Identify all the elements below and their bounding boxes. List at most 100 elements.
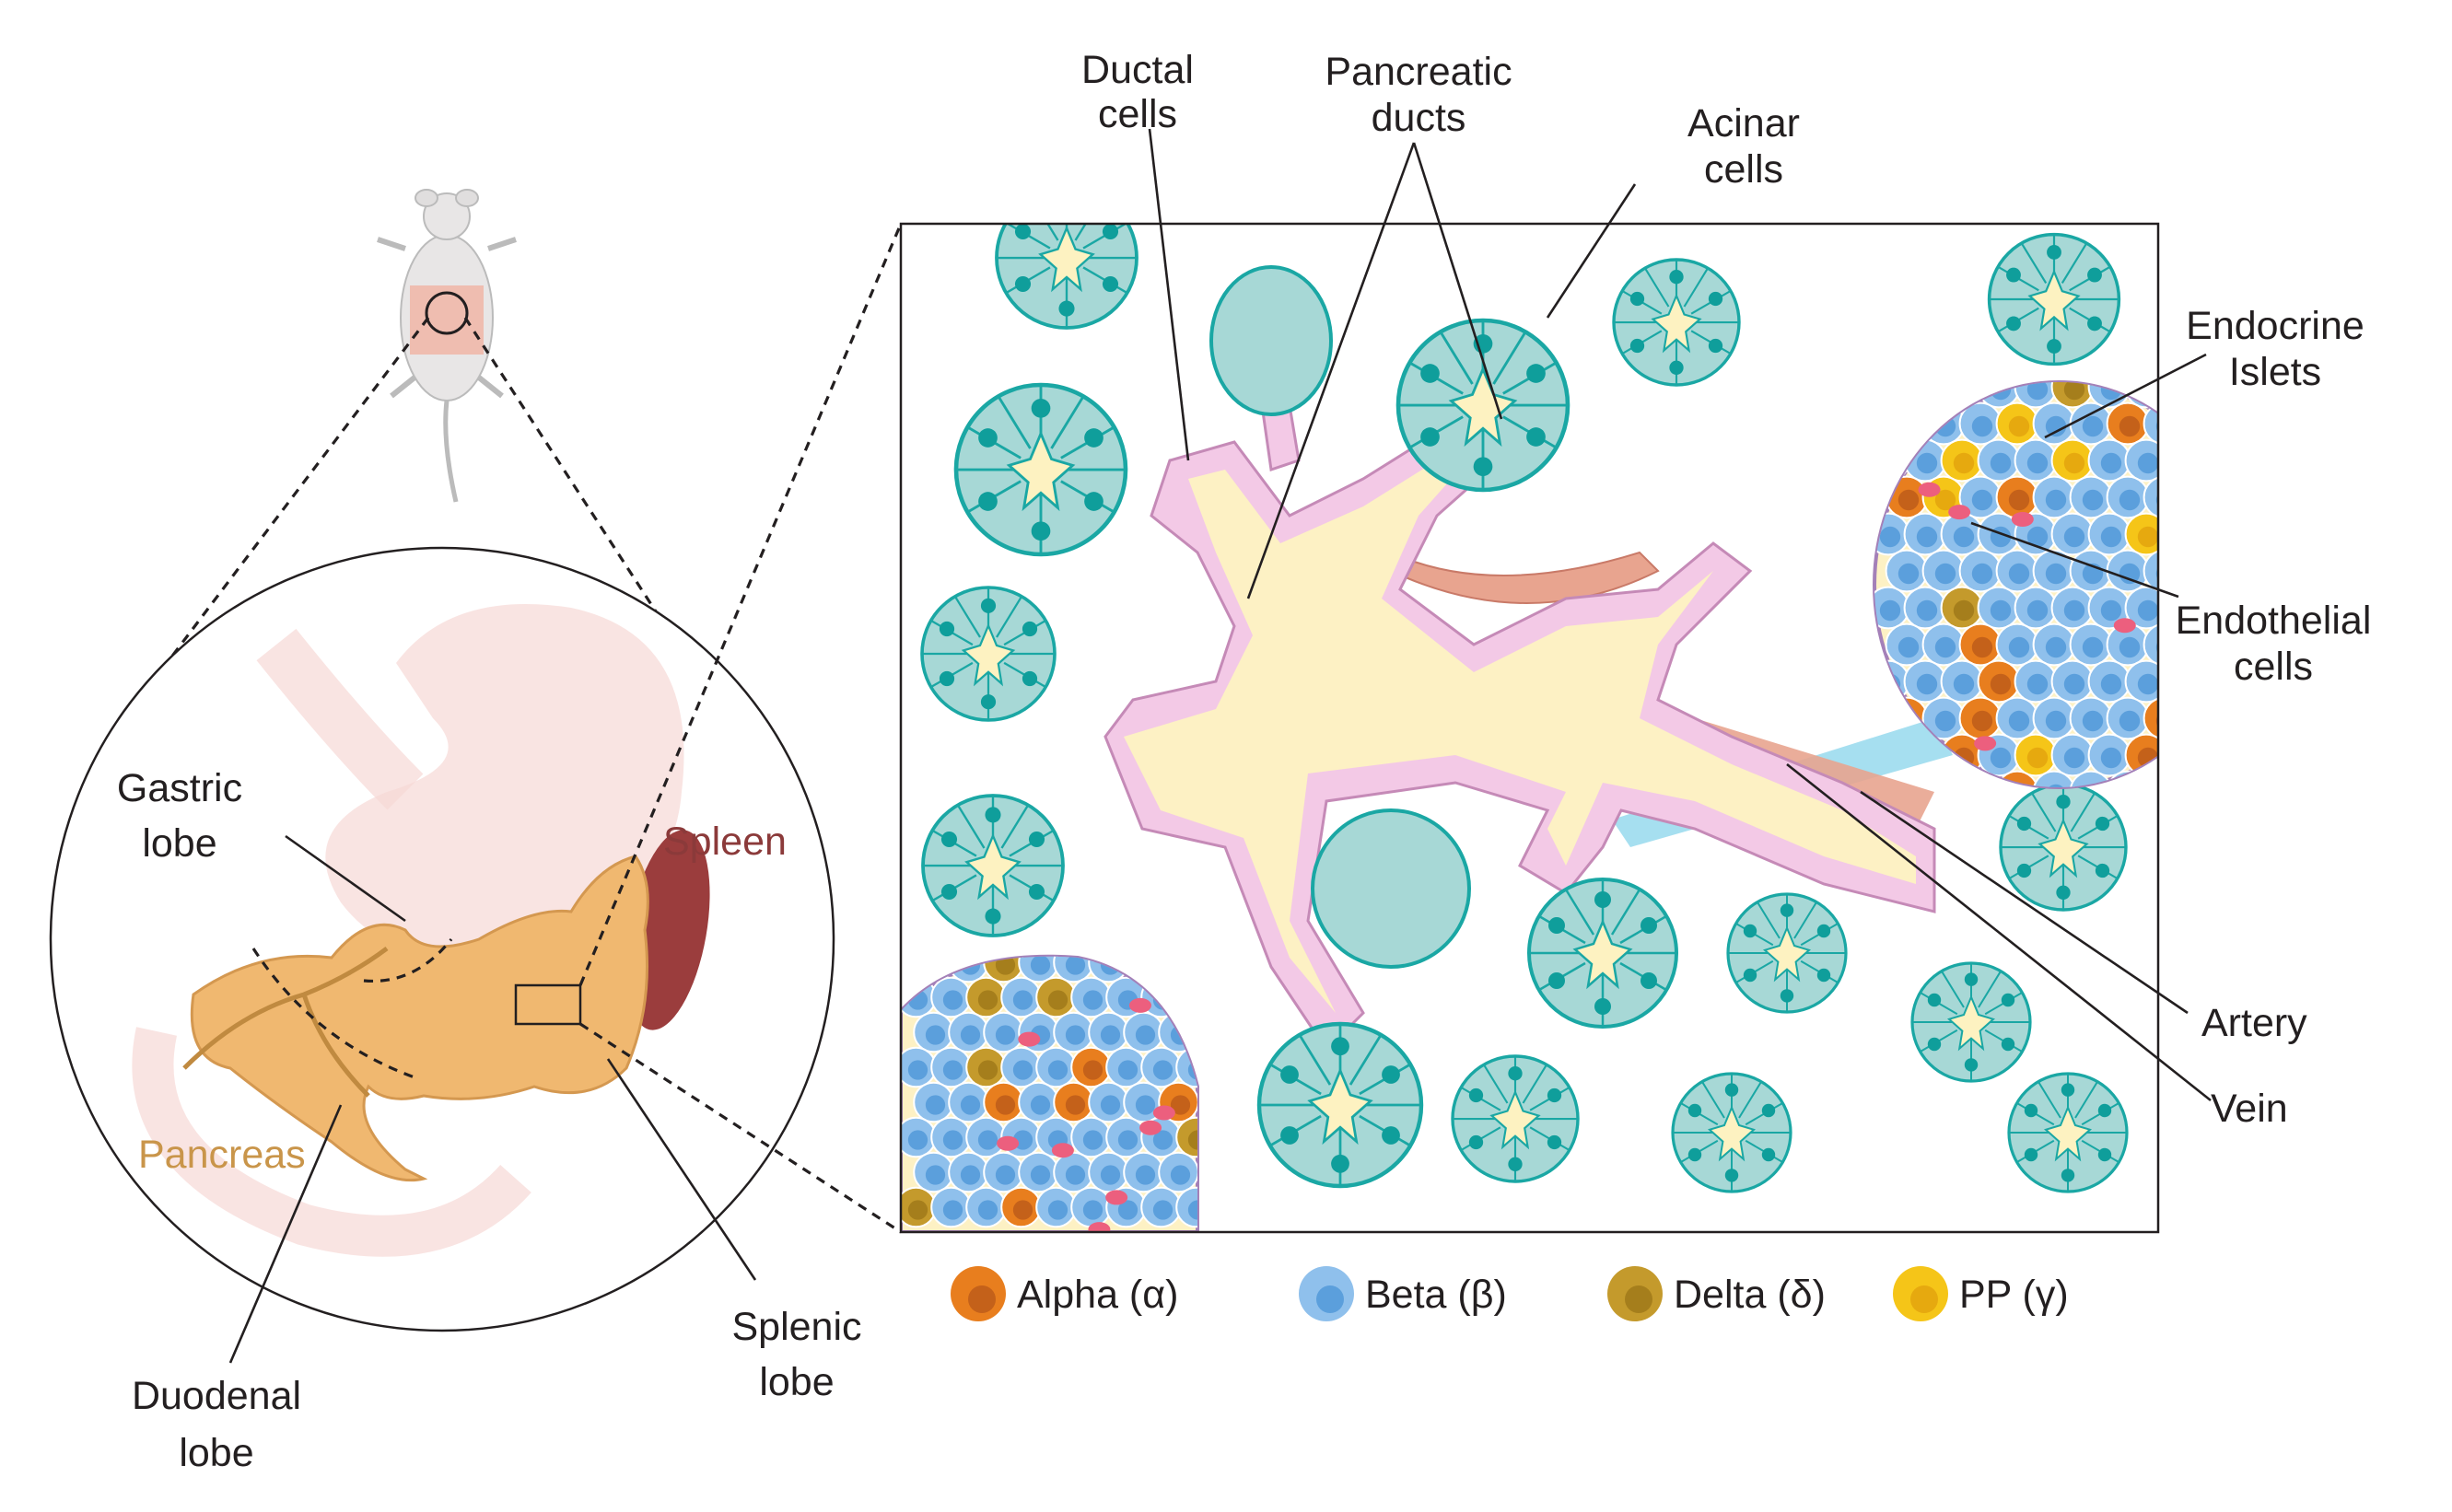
islet-cell	[2218, 772, 2259, 813]
islet-cell	[1035, 976, 1077, 1018]
islet-cell	[1070, 1186, 1112, 1228]
islet-cell	[2050, 733, 2095, 777]
islet-cell	[1088, 1081, 1129, 1123]
islet-cell	[2087, 438, 2131, 483]
islet-cell	[930, 1186, 972, 1228]
islet-cell	[2106, 475, 2150, 519]
islet-cell	[1995, 549, 2039, 593]
anatomy-circle	[49, 546, 835, 1332]
islet-cell	[2014, 382, 2058, 409]
islet-cell	[930, 976, 972, 1018]
endothelial-cell	[1128, 997, 1151, 1013]
legend-label: Beta (β)	[1365, 1273, 1507, 1317]
islet-cell	[1995, 622, 2039, 667]
islet-cell	[2069, 475, 2113, 519]
islet-cell	[2032, 401, 2076, 446]
islet-cell	[1977, 438, 2021, 483]
acinus-cut	[1209, 265, 1333, 416]
islet-cell	[2087, 512, 2131, 556]
islet-cell	[1940, 586, 1984, 630]
islet-cell	[2087, 733, 2131, 777]
legend-swatch-core	[1625, 1285, 1652, 1313]
leader-lines	[228, 128, 2212, 1364]
islet-cell	[1018, 1151, 1059, 1193]
islet-cell	[1158, 1151, 1197, 1193]
islet-cell	[1088, 1151, 1129, 1193]
islet-cell	[965, 976, 1007, 1018]
islet-cell	[2087, 586, 2131, 630]
islet-cell	[1940, 512, 1984, 556]
islet-left	[901, 954, 1199, 1232]
islet-cell	[2069, 770, 2113, 787]
islet-cell	[2032, 475, 2076, 519]
endothelial-cell	[1139, 1120, 1162, 1135]
islet-cell	[2014, 438, 2058, 483]
islet-cell	[1958, 696, 2002, 740]
islet-cell	[2106, 696, 2150, 740]
label-pancreas: Pancreas	[138, 1133, 306, 1177]
islet-cell	[1958, 475, 2002, 519]
islet-cell	[2163, 735, 2204, 776]
mouse-illustration	[377, 189, 517, 503]
islet-cell	[1000, 976, 1042, 1018]
islet-cell	[1921, 622, 1966, 667]
islet-cell	[2181, 698, 2223, 739]
islet-cell	[1053, 1011, 1094, 1053]
acinus-plain	[1311, 808, 1471, 969]
islet-cell	[2200, 735, 2241, 776]
label-vein: Vein	[2211, 1087, 2288, 1131]
islet-cell	[2087, 659, 2131, 704]
islet-cell	[913, 1081, 954, 1123]
islet-cell	[2181, 551, 2223, 592]
islet-cell	[901, 1046, 937, 1088]
islet-cell	[2106, 401, 2150, 446]
islet-cell	[1053, 1151, 1094, 1193]
islet-cell	[948, 1151, 989, 1193]
islet-cell	[983, 1151, 1024, 1193]
islet-cell	[1885, 622, 1929, 667]
islet-cell	[2124, 586, 2158, 630]
legend-swatch-core	[1316, 1285, 1344, 1313]
islet-cell	[1921, 549, 1966, 593]
islet-cell	[2106, 549, 2150, 593]
islet-cell	[1035, 1186, 1077, 1228]
islet-cell	[2163, 366, 2204, 408]
histology-panel	[901, 224, 2259, 1232]
islet-cell	[1958, 549, 2002, 593]
islet-cell	[2218, 551, 2259, 592]
islet-cell	[1088, 1011, 1129, 1053]
islet-cell	[965, 1186, 1007, 1228]
legend: Alpha (α) Beta (β) Delta (δ) PP (γ)	[951, 1266, 2069, 1321]
islet-cell	[2143, 696, 2158, 740]
islet-cell	[1903, 512, 1947, 556]
islet-cell	[948, 1081, 989, 1123]
islet-cell	[2200, 514, 2241, 555]
islet-cell	[2218, 477, 2259, 518]
pancreas	[190, 855, 649, 1182]
islet-cell	[1070, 976, 1112, 1018]
islet-cell	[1940, 438, 1984, 483]
legend-label: PP (γ)	[1959, 1273, 2069, 1317]
esophagus	[256, 628, 424, 810]
legend-item: Delta (δ)	[1607, 1266, 1826, 1321]
islet-cell	[983, 1011, 1024, 1053]
legend-swatch-core	[1910, 1285, 1938, 1313]
islet-cell	[1000, 1186, 1042, 1228]
islet-cell	[965, 1116, 1007, 1158]
endothelial-cell	[1051, 1143, 1074, 1158]
islet-cell	[901, 1186, 937, 1228]
islet-cell	[1105, 1046, 1147, 1088]
islet-cell	[1995, 401, 2039, 446]
islet-cell	[2032, 696, 2076, 740]
islet-cell	[2163, 514, 2204, 555]
islet-cell	[2200, 440, 2241, 482]
endothelial-cell	[1974, 736, 1997, 751]
islet-cell	[2124, 512, 2158, 556]
legend-item: Alpha (α)	[951, 1266, 1178, 1321]
endothelial-cell	[1018, 1031, 1041, 1047]
endothelial-cell	[1105, 1190, 1128, 1205]
